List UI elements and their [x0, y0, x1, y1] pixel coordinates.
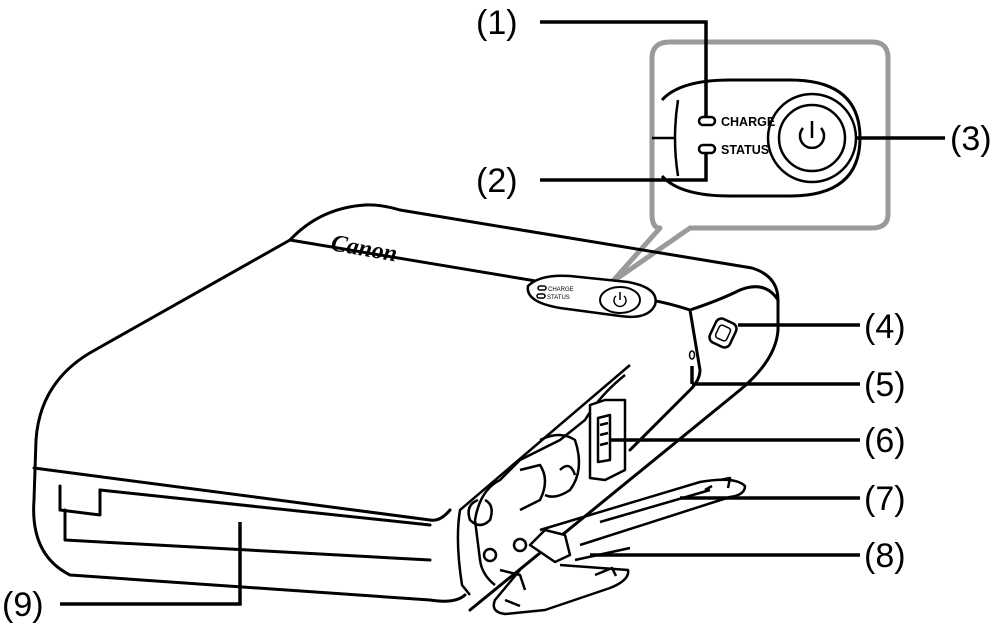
callout-5: (5): [864, 366, 906, 404]
charge-label: CHARGE: [721, 115, 775, 129]
brand-logo: Canon: [329, 230, 399, 267]
status-label: STATUS: [721, 143, 769, 157]
printer-body: [32, 203, 780, 612]
zoom-inset: CHARGE STATUS: [609, 39, 891, 285]
power-icon: [798, 121, 826, 150]
usb-port: [708, 317, 738, 349]
callout-labels: (1) (2) (3) (4) (5) (6) (7) (8) (9): [2, 4, 992, 624]
panel-charge-label: CHARGE: [548, 287, 574, 293]
callout-9: (9): [2, 586, 44, 624]
reset-hole: [688, 350, 696, 360]
callout-8: (8): [864, 537, 906, 575]
callout-3: (3): [950, 120, 992, 158]
leader-9: [60, 522, 242, 606]
power-icon-small: [613, 292, 627, 308]
status-led: [697, 143, 717, 155]
callout-6: (6): [864, 422, 906, 460]
paper-tray-cover: [539, 476, 747, 547]
leader-1: [540, 20, 708, 118]
leader-2: [540, 152, 708, 182]
callout-2: (2): [476, 162, 518, 200]
printer-control-panel: CHARGE STATUS: [526, 274, 657, 319]
power-button-zoom: [766, 92, 858, 184]
callout-7: (7): [864, 480, 906, 518]
charge-led: [697, 115, 717, 127]
paper-compartment: [456, 364, 631, 596]
callout-4: (4): [864, 308, 906, 346]
callout-1: (1): [476, 4, 518, 42]
panel-status-label: STATUS: [547, 295, 570, 301]
leader-lines: [60, 20, 945, 606]
